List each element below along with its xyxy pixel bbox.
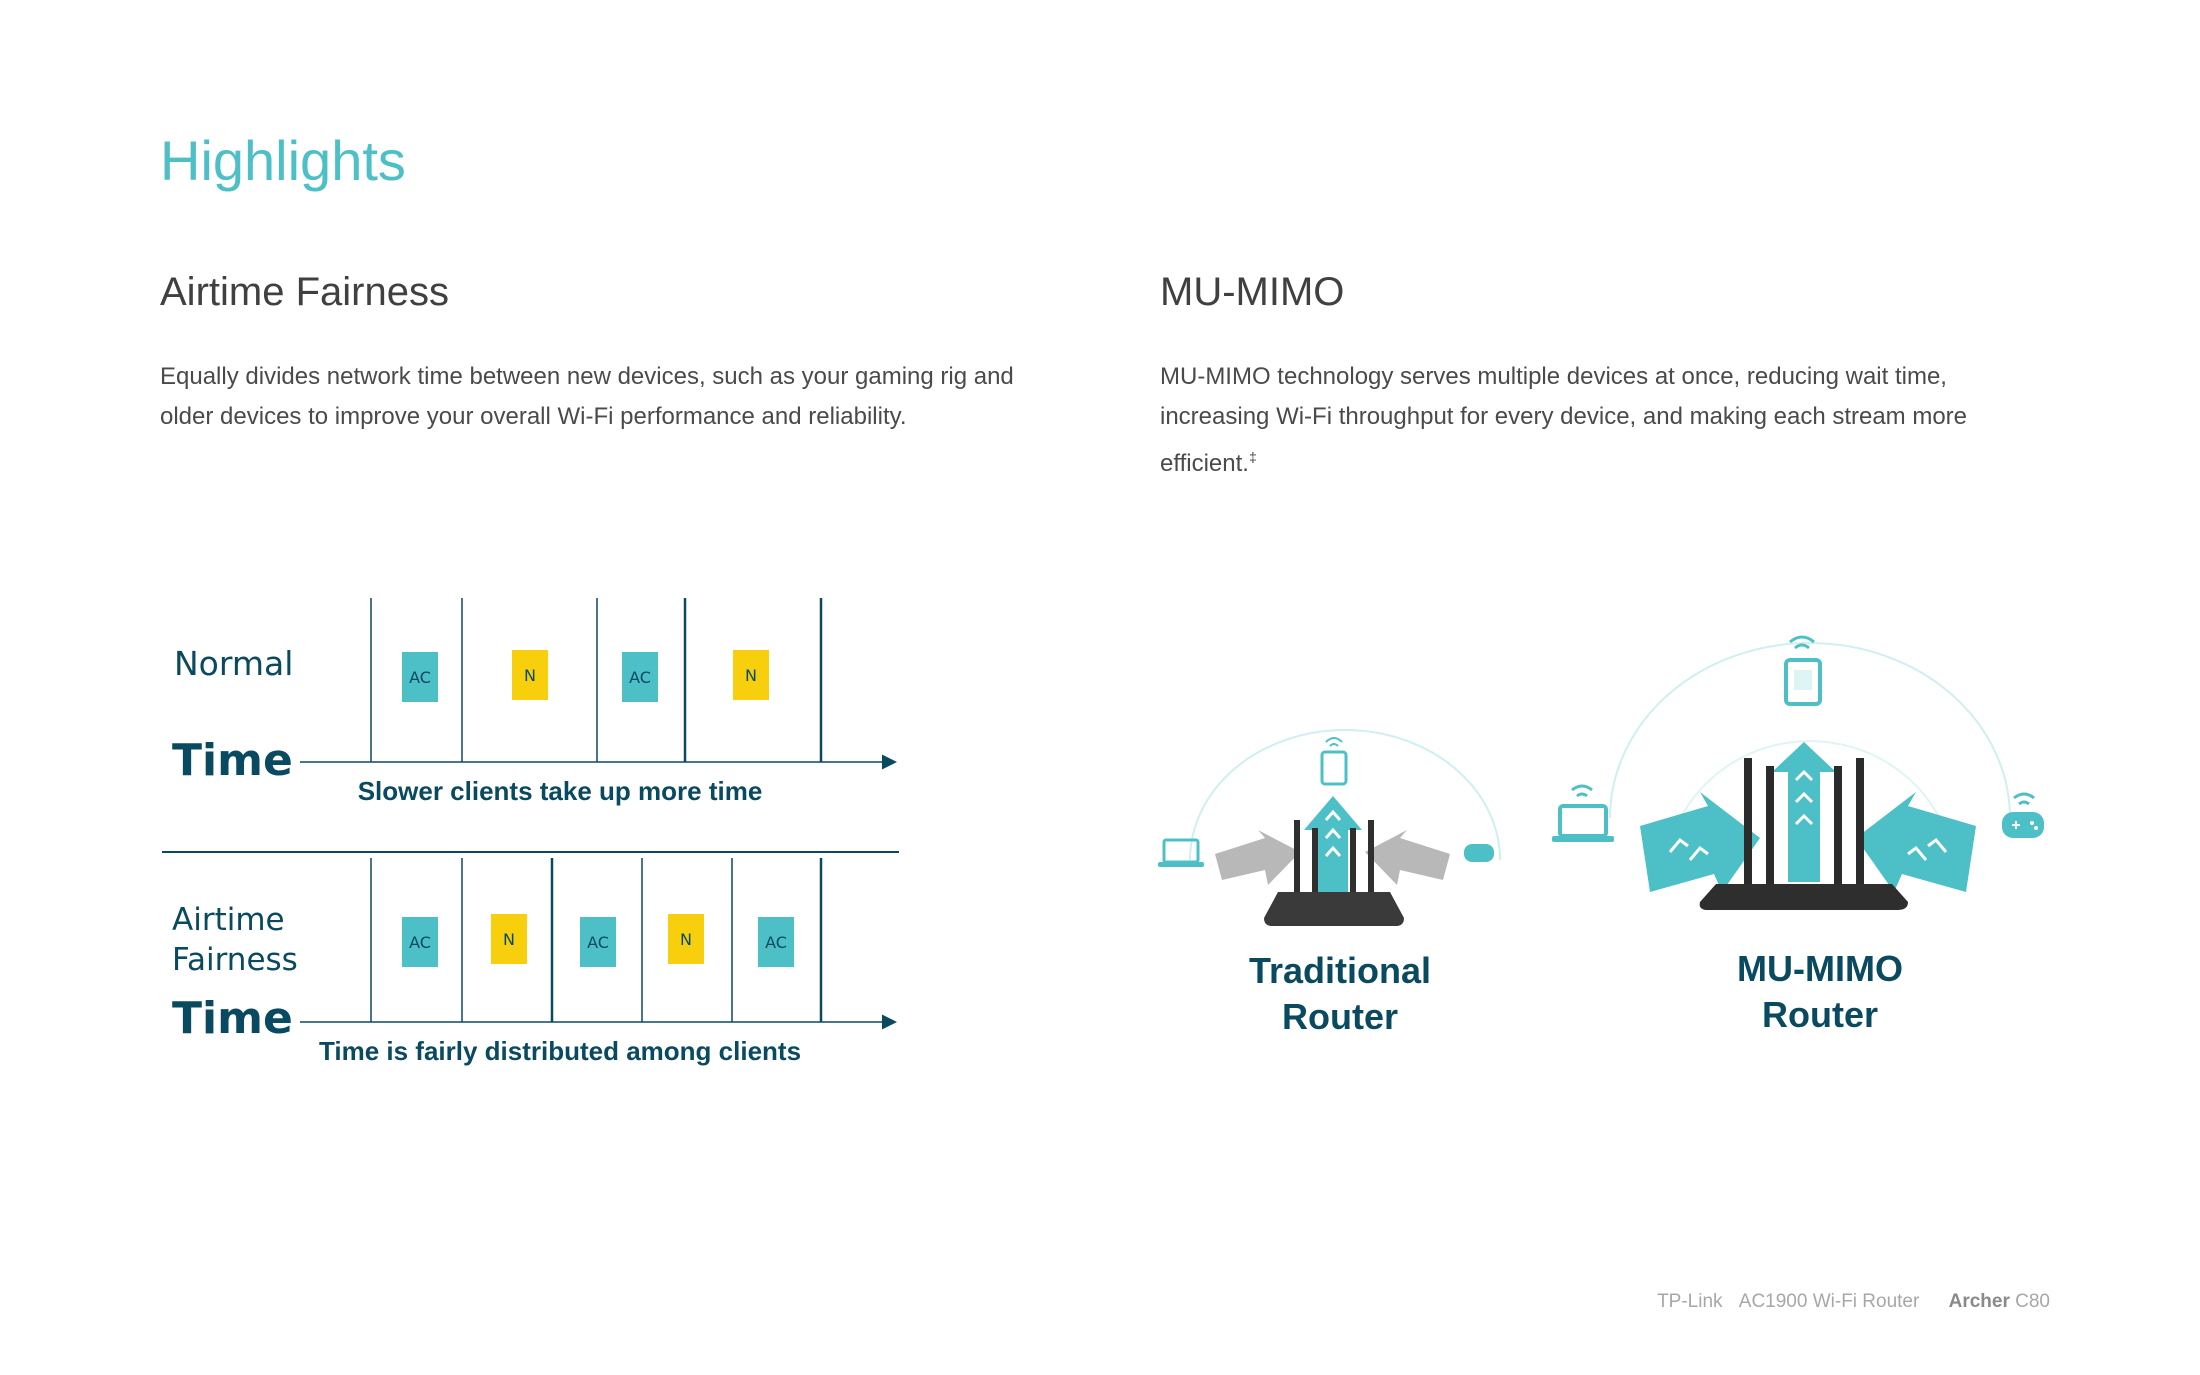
footer: TP-Link AC1900 Wi-Fi Router Archer C80: [1657, 1291, 2050, 1313]
footer-brand: TP-Link: [1657, 1291, 1723, 1312]
block-label: N: [680, 930, 692, 949]
block-label: AC: [765, 933, 787, 952]
wifi-icon: [1571, 784, 1593, 798]
normal-block-ac: AC: [402, 652, 438, 702]
arrow-icon: [1304, 796, 1362, 892]
normal-block-n: N: [512, 650, 548, 700]
coverage-arc: [1609, 642, 2011, 819]
wifi-icon: [1789, 635, 1815, 650]
fair-label-line1: Airtime: [172, 902, 285, 938]
traditional-router-caption: Traditional Router: [1210, 948, 1470, 1040]
block-label: N: [503, 930, 515, 949]
time-label-normal: Time: [172, 735, 293, 786]
tablet-icon: [1784, 658, 1822, 706]
time-label-fair: Time: [172, 993, 293, 1044]
fair-caption: Time is fairly distributed among clients: [319, 1036, 801, 1066]
airtime-title: Airtime Fairness: [160, 270, 449, 314]
airtime-description: Equally divides network time between new…: [160, 363, 1014, 430]
laptop-icon: [1158, 838, 1204, 867]
gamepad-icon: [2002, 812, 2044, 838]
mumimo-caption-line2: Router: [1762, 994, 1878, 1035]
footer-model: C80: [2015, 1291, 2050, 1312]
fair-block-n: N: [491, 914, 527, 964]
arrow-icon: [1215, 830, 1300, 885]
coverage-arc: [1674, 740, 1946, 831]
coverage-arc: [1189, 729, 1501, 861]
normal-block-ac: AC: [622, 652, 658, 702]
arrow-icon: [1365, 830, 1450, 885]
block-label: N: [745, 666, 757, 685]
footer-model-desc: AC1900 Wi-Fi Router: [1738, 1291, 1920, 1312]
normal-caption: Slower clients take up more time: [358, 776, 763, 806]
page-title: Highlights: [160, 129, 406, 192]
mumimo-router-caption: MU-MIMO Router: [1690, 946, 1950, 1038]
gamepad-icon: [1464, 844, 1494, 862]
arrow-icon: [1772, 742, 1836, 882]
router-icon: [1699, 758, 1908, 910]
laptop-icon: [1552, 804, 1614, 842]
fair-block-ac: AC: [758, 917, 794, 967]
block-label: AC: [409, 933, 431, 952]
block-label: N: [524, 666, 536, 685]
mumimo-description: MU-MIMO technology serves multiple devic…: [1160, 357, 2020, 484]
normal-label: Normal: [174, 644, 293, 683]
arrow-icon: [1640, 792, 1760, 892]
fair-block-n: N: [668, 914, 704, 964]
footnote-mark: ‡: [1248, 449, 1257, 465]
arrow-icon: [1856, 792, 1976, 892]
normal-block-n: N: [733, 650, 769, 700]
mumimo-title: MU-MIMO: [1160, 270, 1345, 314]
block-label: AC: [587, 933, 609, 952]
wifi-icon: [1325, 737, 1343, 747]
traditional-caption-line1: Traditional: [1248, 950, 1432, 991]
block-label: AC: [409, 668, 431, 687]
footer-series: Archer: [1948, 1291, 2010, 1312]
traditional-router-illustration: [1158, 729, 1501, 926]
mumimo-router-illustration: [1552, 635, 2044, 910]
fair-block-ac: AC: [580, 917, 616, 967]
router-icon: [1264, 820, 1404, 926]
wifi-icon: [2013, 792, 2035, 806]
mumimo-description-text: MU-MIMO technology serves multiple devic…: [1160, 363, 1968, 477]
tablet-icon: [1320, 750, 1348, 786]
airtime-diagram: Normal Time AC N AC N Slower clients tak…: [162, 598, 899, 1066]
fair-label-line2: Fairness: [172, 942, 298, 978]
fair-block-ac: AC: [402, 917, 438, 967]
traditional-caption-line2: Router: [1282, 996, 1398, 1037]
mumimo-caption-line1: MU-MIMO: [1737, 948, 1903, 989]
block-label: AC: [629, 668, 651, 687]
